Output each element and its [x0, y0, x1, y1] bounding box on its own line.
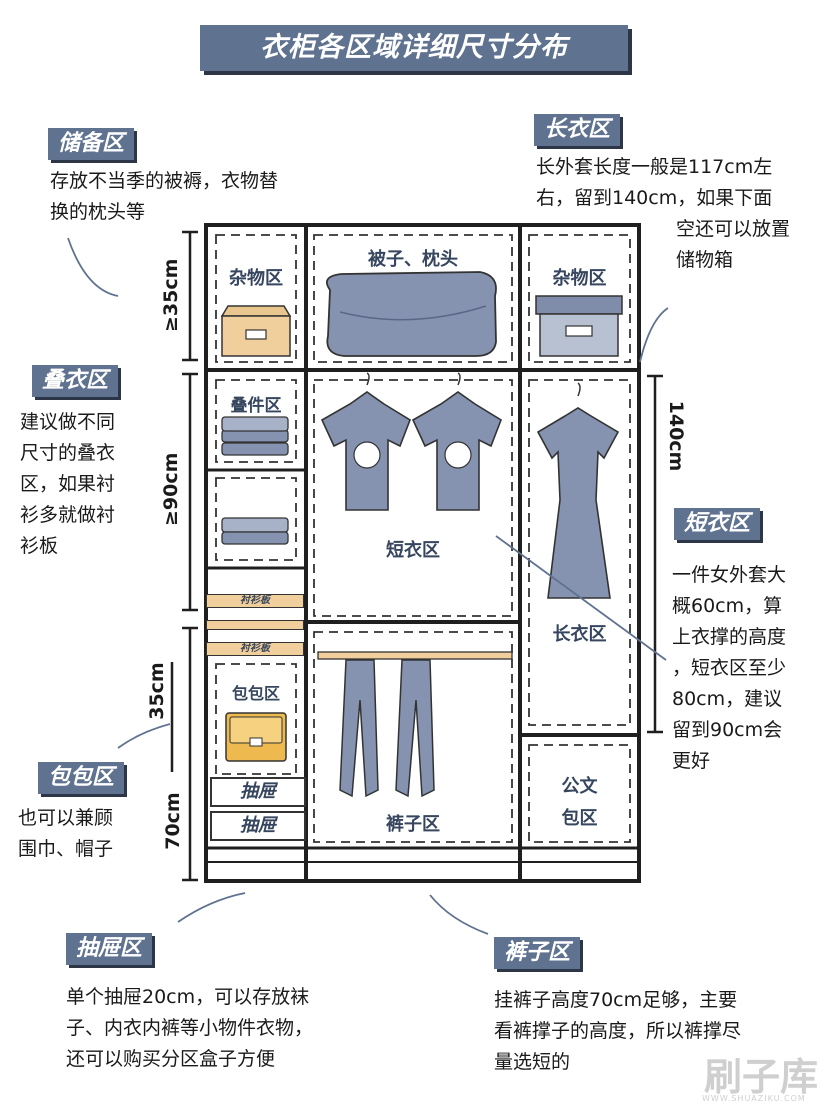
- hanging-rod: [317, 651, 513, 660]
- pants-icon-1: [339, 659, 379, 798]
- drawer-1: 抽屉: [210, 777, 306, 807]
- dash-doc: [528, 744, 631, 843]
- pants-icon-2: [395, 659, 435, 798]
- dash-long: [528, 379, 631, 726]
- drawer-zone-tag: 抽屉区: [66, 933, 153, 965]
- dim-top-label: ≥35cm: [160, 258, 182, 332]
- long-zone-note: 长外套长度一般是117cm左右，留到140cm，如果下面 空还可以放置 储物箱: [536, 156, 791, 271]
- dash-left-top: [215, 234, 297, 363]
- page-title: 衣柜各区域详细尺寸分布: [260, 32, 568, 63]
- storage-box-left: [220, 305, 292, 357]
- pants-zone-note: 挂裤子高度70cm足够，主要看裤撑子的高度，所以裤撑尽 量选短的: [494, 989, 742, 1073]
- dim-drawer-label: 70cm: [162, 792, 184, 850]
- doc-zone-label-2: 包区: [561, 808, 598, 829]
- bag-icon: [225, 712, 287, 762]
- title-banner: [200, 25, 628, 71]
- storage-zone-tag: 储备区: [48, 128, 135, 160]
- watermark-brand: 刷子库: [704, 1055, 819, 1099]
- folded-clothes-2: [221, 517, 289, 545]
- pants-zone-label: 裤子区: [386, 814, 440, 835]
- mid-top-zone-label: 被子、枕头: [368, 249, 458, 270]
- dash-fold-2: [215, 477, 297, 561]
- pants-zone-tag: 裤子区: [494, 937, 581, 969]
- dim-bag-label: 35cm: [146, 662, 168, 720]
- bag-zone-label: 包包区: [231, 684, 280, 703]
- fold-zone-label: 叠件区: [230, 396, 282, 416]
- short-zone-note: 一件女外套大概60cm，算 上衣撑的高度，短衣区至少 80cm，建议留到90cm…: [672, 564, 787, 772]
- watermark-url: WWW.SHUAZIKU.COM: [702, 1094, 806, 1103]
- dress-icon: [536, 382, 620, 599]
- fold-zone-note: 建议做不同尺寸的叠衣 区，如果衬衫多就做衬 衫板: [20, 411, 116, 557]
- drawer-2: 抽屉: [210, 811, 306, 841]
- shirt-board-1: 衬衫板: [206, 594, 304, 608]
- bag-zone-note: 也可以兼顾围巾、帽子: [18, 807, 114, 860]
- dim-fold-label: ≥90cm: [160, 452, 182, 526]
- shirt-board-2: 衬衫板: [206, 642, 304, 656]
- dash-right-top: [528, 234, 631, 363]
- short-zone-label: 短衣区: [386, 540, 440, 561]
- dash-pants: [313, 631, 513, 843]
- doc-zone-label-1: 公文: [561, 776, 598, 797]
- drawer-zone-note: 单个抽屉20cm，可以存放袜子、内衣内裤等小物件衣物， 还可以购买分区盒子方便: [66, 986, 314, 1070]
- right-top-zone-label: 杂物区: [552, 268, 607, 289]
- long-zone-label: 长衣区: [552, 624, 607, 645]
- tshirt-icon-2: [411, 372, 502, 511]
- left-top-zone-label: 杂物区: [229, 268, 283, 289]
- dash-bag: [215, 663, 297, 775]
- fold-zone-tag: 叠衣区: [32, 365, 119, 397]
- short-zone-tag: 短衣区: [674, 508, 761, 540]
- dash-short: [313, 379, 513, 617]
- dim-long-label: 140cm: [665, 400, 687, 472]
- storage-box-right: [535, 295, 623, 357]
- storage-zone-note: 存放不当季的被褥，衣物替换的枕头等: [50, 170, 279, 223]
- bag-zone-tag: 包包区: [38, 762, 125, 794]
- dimension-lines: [170, 230, 663, 882]
- quilt-icon: [326, 271, 497, 357]
- dash-mid-top: [313, 234, 513, 363]
- long-zone-tag: 长衣区: [534, 114, 621, 146]
- annotation-arrows: [67, 237, 669, 935]
- dash-fold-1: [215, 379, 297, 463]
- folded-clothes-1: [221, 416, 289, 456]
- wardrobe-frame: [204, 223, 641, 883]
- tshirt-icon-1: [320, 372, 411, 511]
- shirt-board-spacer: [206, 620, 304, 630]
